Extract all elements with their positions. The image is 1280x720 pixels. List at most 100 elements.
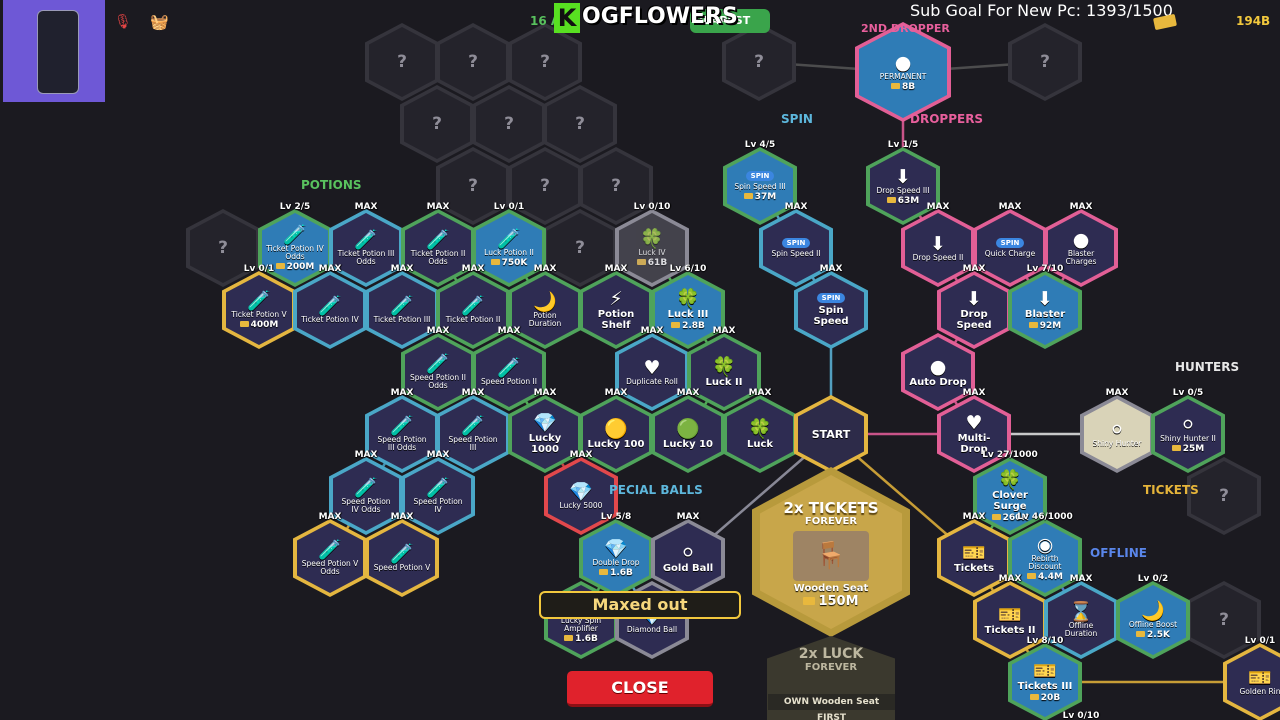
node-face: ? (547, 213, 613, 283)
node-face: ⚪Gold Ball (655, 523, 721, 593)
node-icon: ⬇ (895, 165, 911, 188)
node-name: Rebirth Discount (1028, 553, 1062, 571)
node-name: Luck (746, 438, 774, 450)
node-sp5[interactable]: 🧪Speed Potion V (365, 519, 439, 597)
node-icon: 🧪 (426, 353, 450, 375)
node-od[interactable]: ⌛Offline Duration (1044, 581, 1118, 659)
luck-seat-requirement: OWN Wooden Seat FIRST (768, 694, 895, 720)
node-level-label: MAX (318, 264, 342, 274)
node-sp2o[interactable]: 🧪Speed Potion II Odds (401, 333, 475, 411)
node-name: Speed Potion III Odds (377, 435, 427, 452)
node-name: Spin Speed II (771, 249, 821, 258)
node-tp2[interactable]: 🧪Ticket Potion II (436, 271, 510, 349)
cheapest-button[interactable]: HEAPEST (690, 9, 770, 33)
node-level-label: MAX (569, 450, 593, 460)
node-icon: 🧪 (247, 289, 271, 312)
node-gball[interactable]: ⚪Gold Ball (651, 519, 725, 597)
node-cost: 400M (240, 320, 279, 330)
shop-basket-icon[interactable]: 🧺 (150, 13, 169, 31)
node-level-label: MAX (354, 202, 378, 212)
node-q5[interactable]: ? (472, 85, 546, 163)
node-name: Ticket Potion IV (301, 315, 359, 324)
node-icon: ◉ (1036, 533, 1054, 556)
node-sp3o[interactable]: 🧪Speed Potion III Odds (365, 395, 439, 473)
node-sp4[interactable]: 🧪Speed Potion IV (401, 457, 475, 535)
node-level-label: MAX (1069, 574, 1093, 584)
node-md[interactable]: ♥Multi-Drop (937, 395, 1011, 473)
node-icon: 💎 (604, 537, 628, 560)
node-name: Blaster (1024, 309, 1066, 320)
node-face: ? (512, 27, 578, 97)
node-face: 🧪Speed Potion II (476, 337, 542, 407)
locked-node-label: ? (432, 114, 442, 134)
node-bc[interactable]: ●Blaster Charges (1044, 209, 1118, 287)
node-name: Tickets III (1017, 681, 1073, 692)
close-button[interactable]: CLOSE (567, 671, 713, 707)
currency-amount: 194B (1236, 14, 1271, 28)
node-name: Potion Shelf (597, 309, 635, 331)
locked-node-label: ? (397, 52, 407, 72)
node-tp4[interactable]: 🧪Ticket Potion IV (293, 271, 367, 349)
counter-text: 16 A (530, 14, 561, 28)
node-tp3o[interactable]: 🧪Ticket Potion III Odds (329, 209, 403, 287)
node-start[interactable]: START (794, 395, 868, 473)
node-face: ? (547, 89, 613, 159)
node-level-label: MAX (712, 326, 736, 336)
node-face: 🧪Speed Potion IV (405, 461, 471, 531)
node-q7[interactable]: ? (436, 147, 510, 225)
node-icon: 🍀 (712, 355, 736, 378)
node-name: Speed Potion V Odds (301, 559, 359, 576)
node-face: ♥Duplicate Roll (619, 337, 685, 407)
node-face: 🍀Luck (727, 399, 793, 469)
node-icon: ● (1072, 229, 1090, 251)
streamer-tag-k: K (554, 3, 580, 33)
node-cost: 750K (491, 258, 528, 268)
node-level-label: Lv 0/1 (1244, 636, 1276, 646)
node-icon: 🍀 (748, 417, 772, 440)
node-q14[interactable]: ? (1187, 457, 1261, 535)
mic-muted-icon[interactable]: 🎙 (114, 14, 132, 30)
node-sp3[interactable]: 🧪Speed Potion III (436, 395, 510, 473)
node-icon: 🟡 (604, 417, 628, 440)
node-face: ⌛Offline Duration (1048, 585, 1114, 655)
node-level-label: MAX (533, 388, 557, 398)
node-name: Blaster Charges (1065, 249, 1097, 266)
node-level-label: MAX (962, 512, 986, 522)
locked-node-label: ? (575, 238, 585, 258)
node-cost: 260K (992, 513, 1029, 523)
node-sp5o[interactable]: 🧪Speed Potion V Odds (293, 519, 367, 597)
node-icon: 🌙 (533, 291, 557, 313)
node-icon: 🧪 (390, 295, 414, 317)
node-q4[interactable]: ? (400, 85, 474, 163)
spin-icon: SPIN (995, 238, 1025, 248)
node-level-label: Lv 8/10 (1026, 636, 1064, 646)
node-q2[interactable]: ? (436, 23, 510, 101)
node-sh[interactable]: ⚪Shiny Hunter (1080, 395, 1154, 473)
node-name: Spin Speed III (734, 181, 786, 191)
node-q15[interactable]: ? (1187, 581, 1261, 659)
node-name: PERMANENT (879, 71, 927, 81)
node-icon: 🧪 (461, 415, 485, 437)
node-tp3[interactable]: 🧪Ticket Potion III (365, 271, 439, 349)
node-level-label: Lv 7/10 (1026, 264, 1064, 274)
node-level-label: MAX (461, 388, 485, 398)
node-icon: 🧪 (318, 295, 342, 317)
node-tp2o[interactable]: 🧪Ticket Potion II Odds (401, 209, 475, 287)
node-name: Shiny Hunter (1092, 439, 1142, 448)
node-sp4o[interactable]: 🧪Speed Potion IV Odds (329, 457, 403, 535)
node-q1[interactable]: ? (365, 23, 439, 101)
node-face: 🧪Speed Potion III Odds (369, 399, 435, 469)
node-icon: 🎫 (1248, 667, 1272, 689)
